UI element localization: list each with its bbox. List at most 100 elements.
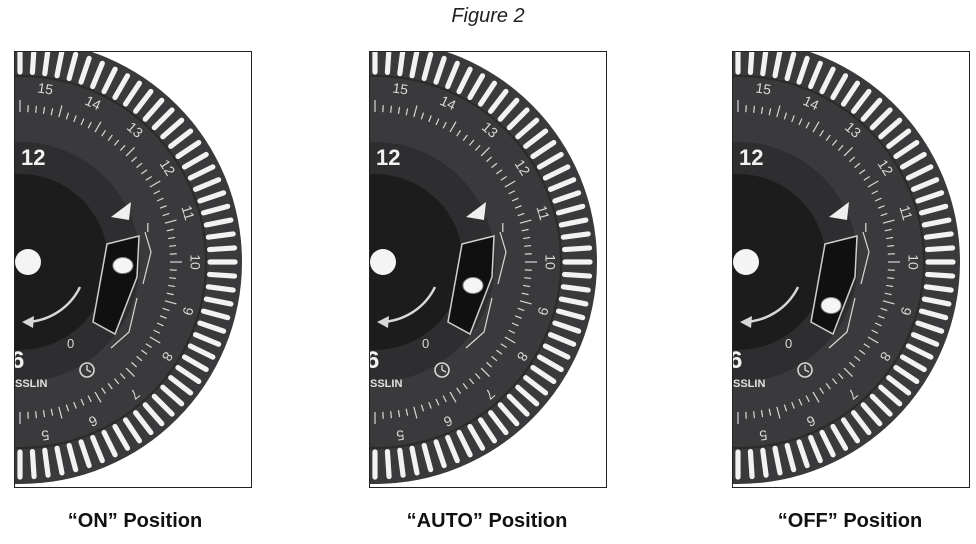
caption-on: “ON” Position [67, 510, 203, 532]
dial-tick [798, 398, 803, 406]
dial-tooth [467, 73, 486, 101]
dial-tooth [515, 117, 540, 140]
dial-tooth [409, 52, 420, 79]
dial-tick [500, 175, 507, 181]
dial-tooth [29, 448, 37, 480]
dial-tick [149, 336, 161, 344]
dial-tick [882, 219, 895, 224]
dial-tick [166, 228, 174, 232]
dial-tooth [142, 97, 165, 122]
dial-tooth [819, 66, 836, 95]
dial-tick [166, 292, 174, 296]
dial-hour-number: 10 [542, 254, 558, 270]
dial-tooth [384, 52, 392, 76]
dial-tick [812, 121, 820, 133]
switch-mark-on: I [864, 220, 868, 235]
dial-tooth [542, 164, 571, 181]
dial-tooth [523, 375, 549, 396]
dial-tooth [497, 97, 520, 122]
dial-tick [486, 361, 493, 368]
dial-teeth [372, 52, 593, 480]
dial-hour-number: 12 [875, 157, 897, 179]
dial-tooth [918, 203, 949, 216]
dial-tooth [921, 296, 952, 307]
dial-tooth [869, 393, 893, 417]
dial-tooth [200, 308, 231, 321]
dial-tooth [808, 60, 823, 90]
dial-tick [390, 411, 393, 419]
dial-tick [153, 329, 161, 334]
dial-tick [159, 315, 167, 319]
dial-tick [480, 367, 490, 377]
dial-tooth [552, 320, 582, 334]
dial-tooth [860, 402, 883, 427]
dial-tick [456, 387, 462, 394]
dial-tick [405, 108, 409, 116]
dial-tooth [397, 447, 406, 478]
dial-tooth [772, 52, 783, 79]
dial-tooth [187, 164, 216, 181]
dial-tooth [747, 52, 755, 76]
dial-tick [495, 349, 503, 355]
dial-tick [776, 406, 781, 419]
dial-tooth [905, 164, 934, 181]
dial-tooth [523, 128, 549, 149]
dial-tick [837, 373, 844, 380]
dial-panel-auto: 16151413121110987654126SSLINI0 [369, 51, 607, 488]
dial-tick [874, 197, 882, 202]
dial-tick [94, 391, 102, 403]
dial-hour-number: 14 [83, 92, 104, 113]
dial-tick [119, 373, 126, 380]
dial-tick [125, 367, 135, 377]
dial-tick [87, 395, 92, 403]
dial-tick [863, 175, 870, 181]
dial-tooth [506, 393, 530, 417]
dial-tooth [515, 384, 540, 407]
dial-tick [164, 219, 177, 224]
dial-tick [867, 336, 879, 344]
dial-big-numeral-6: 6 [733, 347, 742, 374]
dial-tooth [42, 447, 51, 478]
dial-tick [65, 112, 70, 120]
dial-minute-ticks [374, 100, 537, 424]
dial-tick [854, 355, 861, 362]
dial-tooth [78, 439, 92, 469]
dial-tooth [133, 410, 154, 436]
dial-hour-number: 5 [395, 427, 405, 444]
dial-hour-number: 15 [37, 80, 55, 98]
dial-tooth [840, 417, 861, 444]
dial-tick [514, 315, 522, 319]
dial-tooth [181, 151, 209, 170]
dial-tick [504, 180, 516, 188]
dial-tick [819, 387, 825, 394]
dial-tick [517, 307, 525, 312]
dial-tooth [384, 448, 392, 480]
caption-off: “OFF” Position [777, 510, 923, 532]
switch-bracket-top [860, 231, 870, 285]
dial-tick [887, 277, 895, 280]
dial-tick [880, 307, 888, 312]
dial-tooth [918, 308, 949, 321]
dial-tick [783, 112, 788, 120]
brand-text: SSLIN [370, 378, 402, 390]
timer-dial: 16151413121110987654126SSLINI0 [733, 52, 960, 484]
switch-bracket-bottom [828, 297, 856, 349]
dial-tick [791, 401, 795, 409]
dial-tick [428, 115, 432, 123]
dial-tick [858, 169, 866, 175]
dial-tick [791, 115, 795, 123]
dial-tick [449, 391, 457, 403]
dial-tick [819, 130, 825, 137]
dial-tick [517, 212, 525, 217]
dial-tick [514, 205, 522, 209]
dial-tooth [433, 439, 447, 469]
rotation-arrow-icon [377, 316, 389, 328]
dial-tooth [851, 88, 872, 114]
dial-tick [442, 395, 447, 403]
dial-tooth [921, 217, 952, 228]
dial-tick [168, 284, 176, 288]
dial-tick [136, 355, 143, 362]
dial-tooth [488, 88, 509, 114]
dial-tick [877, 205, 885, 209]
dial-hour-number: 15 [755, 80, 773, 98]
